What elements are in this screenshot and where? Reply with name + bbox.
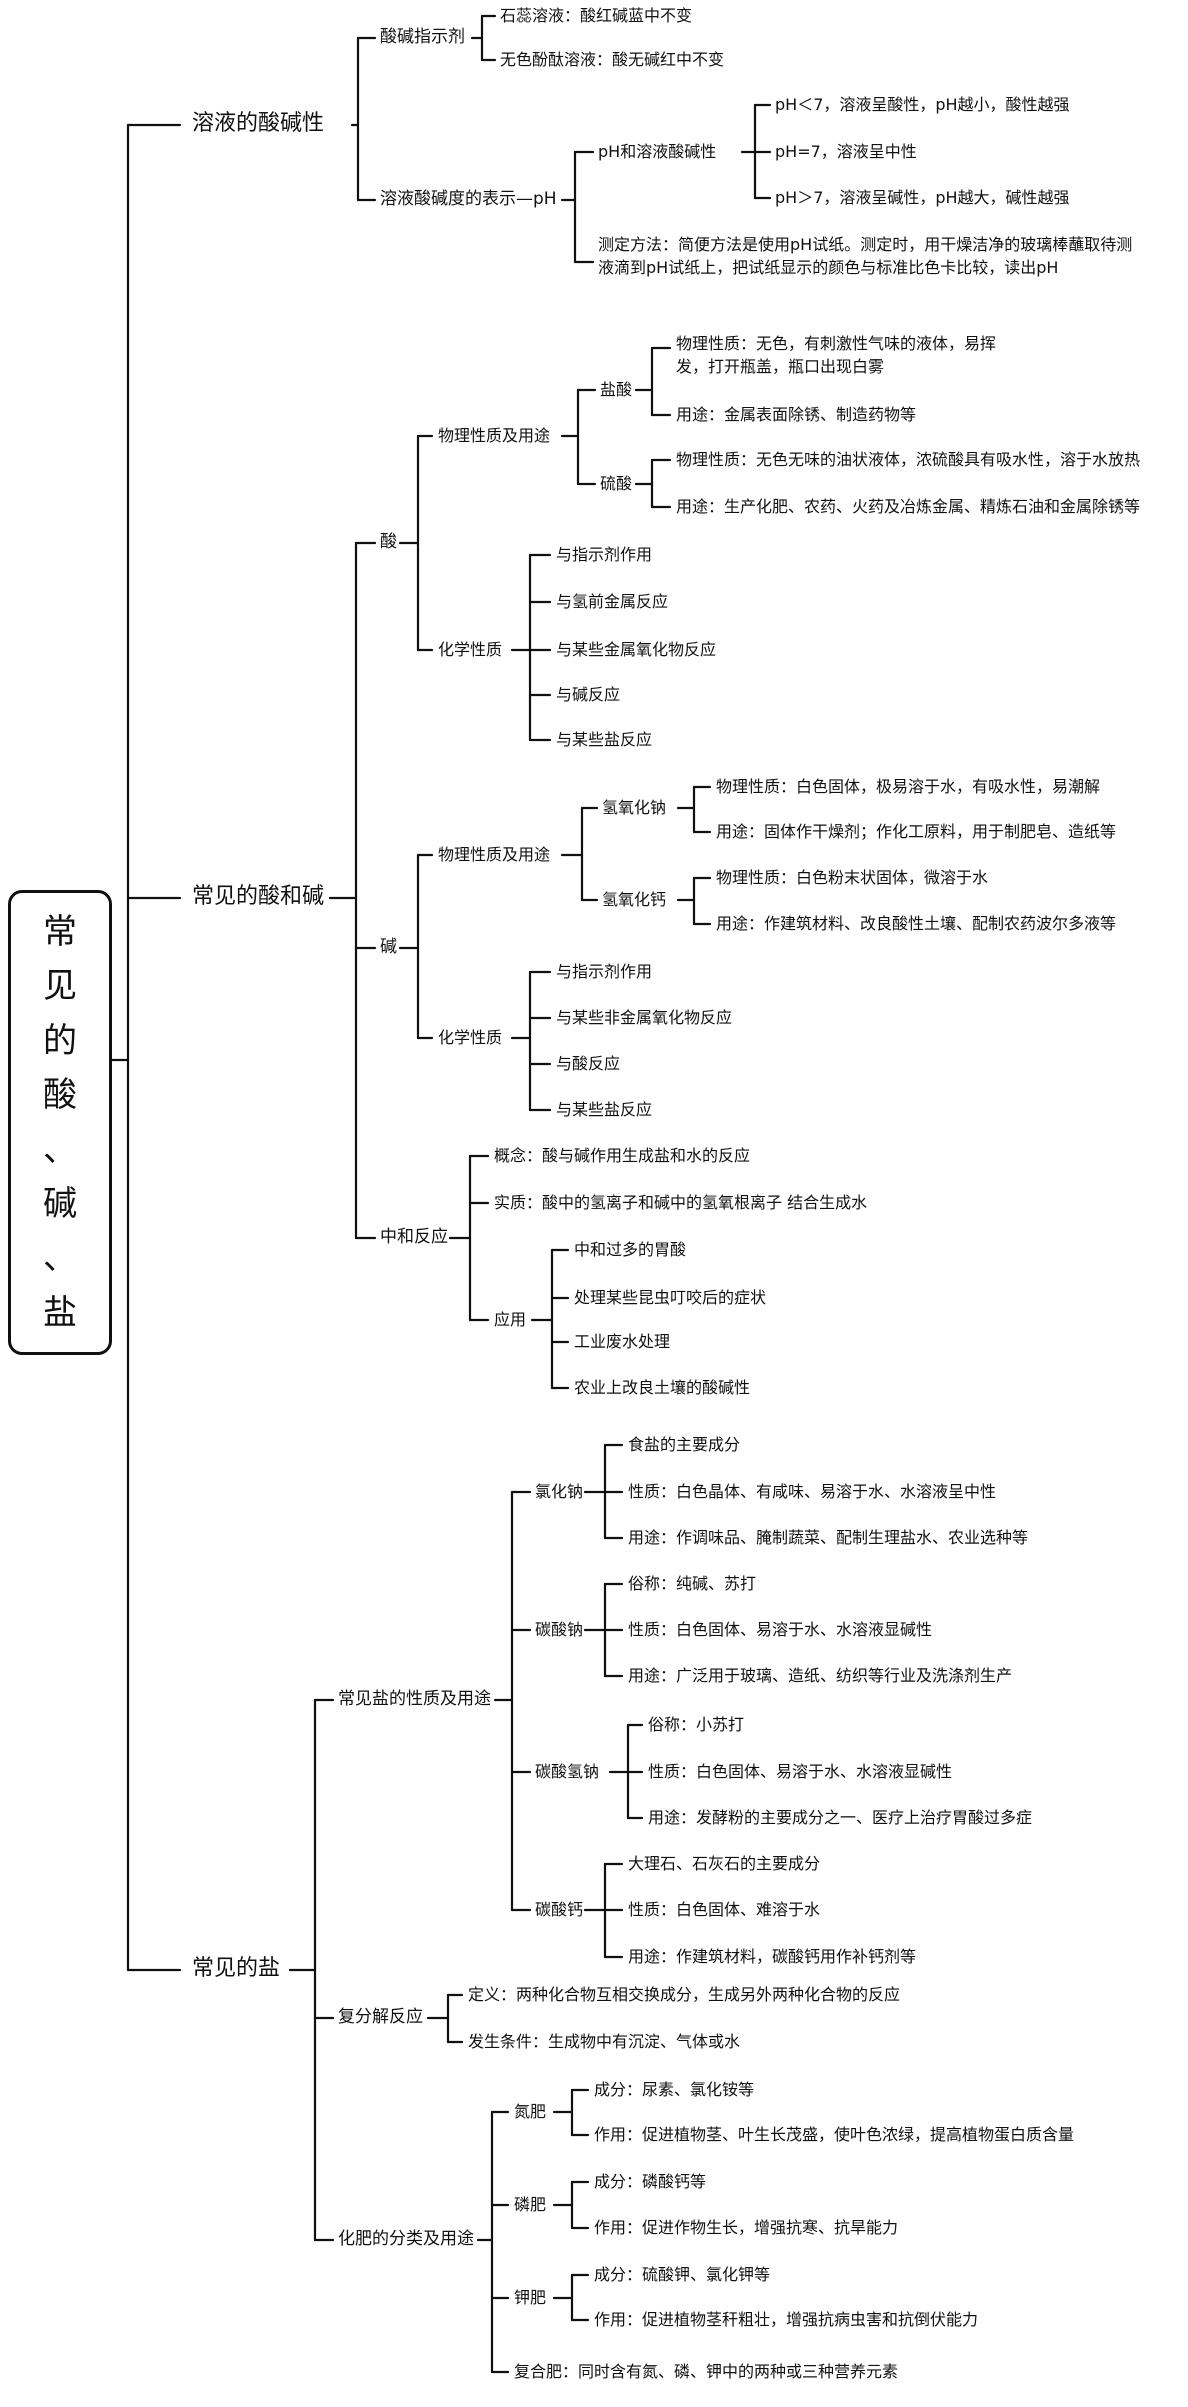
leaf-naoh-physical: 物理性质：白色固体，极易溶于水，有吸水性，易潮解 (716, 777, 1101, 796)
leaf-na2co3-1: 俗称：纯碱、苏打 (628, 1574, 757, 1593)
leaf-hcl-use: 用途：金属表面除锈、制造药物等 (676, 405, 917, 424)
leaf-h2so4-physical: 物理性质：无色无味的油状液体，浓硫酸具有吸水性，溶于水放热 (676, 450, 1141, 469)
node-salt-properties: 常见盐的性质及用途 (338, 1689, 491, 1709)
leaf-neut-app-1: 中和过多的胃酸 (574, 1240, 687, 1259)
root-char: 的 (43, 1020, 77, 1061)
leaf-acid-chem-3: 与某些金属氧化物反应 (556, 640, 717, 659)
node-ph-representation: 溶液酸碱度的表示—pH (380, 189, 557, 209)
leaf-phenolphthalein: 无色酚酞溶液：酸无碱红中不变 (500, 50, 725, 69)
node-sulfuric-acid: 硫酸 (600, 474, 633, 493)
node-sodium-chloride: 氯化钠 (535, 1482, 584, 1501)
topic-common-salts: 常见的盐 (192, 1956, 281, 1981)
leaf-k-effect: 作用：促进植物茎秆粗壮，增强抗病虫害和抗倒伏能力 (594, 2310, 979, 2329)
leaf-caoh-use: 用途：作建筑材料、改良酸性土壤、配制农药波尔多液等 (716, 914, 1117, 933)
node-sodium-hydroxide: 氢氧化钠 (602, 798, 667, 817)
leaf-acid-chem-1: 与指示剂作用 (556, 545, 653, 564)
node-calcium-hydroxide: 氢氧化钙 (602, 890, 667, 909)
leaf-naoh-use: 用途：固体作干燥剂；作化工原料，用于制肥皂、造纸等 (716, 822, 1117, 841)
leaf-ph-method-line1: 测定方法：简便方法是使用pH试纸。测定时，用干燥洁净的玻璃棒蘸取待测 (598, 235, 1133, 254)
root-char: 碱 (43, 1183, 77, 1224)
root-char: 、 (43, 1129, 77, 1170)
topic-solution-acidity: 溶液的酸碱性 (192, 111, 325, 136)
root-char: 、 (43, 1238, 77, 1279)
node-nitrogen-fertilizer: 氮肥 (514, 2102, 547, 2121)
leaf-base-chem-4: 与某些盐反应 (556, 1100, 653, 1119)
root-char: 见 (43, 966, 77, 1007)
root-char: 酸 (43, 1075, 77, 1116)
leaf-neut-app-3: 工业废水处理 (574, 1332, 671, 1351)
leaf-neut-app-2: 处理某些昆虫叮咬后的症状 (574, 1288, 767, 1307)
node-sodium-carbonate: 碳酸钠 (535, 1620, 584, 1639)
leaf-ph-lt7: pH＜7，溶液呈酸性，pH越小，酸性越强 (775, 95, 1070, 114)
leaf-nacl-3: 用途：作调味品、腌制蔬菜、配制生理盐水、农业选种等 (628, 1528, 1029, 1547)
leaf-neut-app-4: 农业上改良土壤的酸碱性 (574, 1378, 751, 1397)
node-neutralization: 中和反应 (380, 1227, 448, 1247)
leaf-ph-eq7: pH=7，溶液呈中性 (775, 142, 917, 161)
node-base-chemical: 化学性质 (438, 1028, 503, 1047)
node-acid-chemical: 化学性质 (438, 640, 503, 659)
leaf-nahco3-2: 性质：白色固体、易溶于水、水溶液显碱性 (648, 1762, 953, 1781)
leaf-h2so4-use: 用途：生产化肥、农药、火药及冶炼金属、精炼石油和金属除锈等 (676, 497, 1141, 516)
leaf-base-chem-3: 与酸反应 (556, 1054, 621, 1073)
node-phosphate-fertilizer: 磷肥 (514, 2195, 547, 2214)
node-hydrochloric-acid: 盐酸 (600, 380, 633, 399)
node-acid: 酸 (380, 532, 397, 552)
leaf-acid-chem-4: 与碱反应 (556, 685, 621, 704)
leaf-base-chem-1: 与指示剂作用 (556, 962, 653, 981)
leaf-caco3-2: 性质：白色固体、难溶于水 (628, 1900, 821, 1919)
leaf-na2co3-2: 性质：白色固体、易溶于水、水溶液显碱性 (628, 1620, 933, 1639)
leaf-n-effect: 作用：促进植物茎、叶生长茂盛，使叶色浓绿，提高植物蛋白质含量 (594, 2125, 1075, 2144)
leaf-double-condition: 发生条件：生成物中有沉淀、气体或水 (468, 2032, 741, 2051)
node-double-decomposition: 复分解反应 (338, 2007, 423, 2027)
leaf-hcl-physical-2: 发，打开瓶盖，瓶口出现白雾 (676, 357, 885, 376)
leaf-nacl-2: 性质：白色晶体、有咸味、易溶于水、水溶液呈中性 (628, 1482, 997, 1501)
leaf-litmus: 石蕊溶液：酸红碱蓝中不变 (500, 6, 693, 25)
node-base: 碱 (380, 937, 397, 957)
node-base-physical: 物理性质及用途 (438, 845, 551, 864)
leaf-caco3-3: 用途：作建筑材料，碳酸钙用作补钙剂等 (628, 1947, 917, 1966)
leaf-double-definition: 定义：两种化合物互相交换成分，生成另外两种化合物的反应 (468, 1985, 901, 2004)
root-char: 盐 (43, 1292, 77, 1333)
root-char: 常 (43, 912, 77, 952)
leaf-p-effect: 作用：促进作物生长，增强抗寒、抗旱能力 (594, 2218, 899, 2237)
leaf-nacl-1: 食盐的主要成分 (628, 1435, 741, 1454)
root-node: 常 见 的 酸 、 碱 、 盐 (8, 890, 112, 1356)
leaf-acid-chem-5: 与某些盐反应 (556, 730, 653, 749)
leaf-compound-fertilizer: 复合肥：同时含有氮、磷、钾中的两种或三种营养元素 (514, 2362, 899, 2381)
node-potash-fertilizer: 钾肥 (514, 2288, 547, 2307)
node-fertilizers: 化肥的分类及用途 (338, 2229, 474, 2249)
leaf-p-component: 成分：磷酸钙等 (594, 2172, 707, 2191)
leaf-hcl-physical-1: 物理性质：无色，有刺激性气味的液体，易挥 (676, 334, 997, 353)
leaf-na2co3-3: 用途：广泛用于玻璃、造纸、纺织等行业及洗涤剂生产 (628, 1666, 1013, 1685)
leaf-neut-essence: 实质：酸中的氢离子和碱中的氢氧根离子 结合生成水 (494, 1193, 868, 1212)
node-neut-application: 应用 (494, 1310, 527, 1329)
leaf-caoh-physical: 物理性质：白色粉末状固体，微溶于水 (716, 868, 989, 887)
leaf-base-chem-2: 与某些非金属氧化物反应 (556, 1008, 733, 1027)
leaf-acid-chem-2: 与氢前金属反应 (556, 592, 669, 611)
leaf-k-component: 成分：硫酸钾、氯化钾等 (594, 2265, 771, 2284)
node-acid-physical: 物理性质及用途 (438, 426, 551, 445)
topic-acids-bases: 常见的酸和碱 (192, 884, 325, 909)
node-ph-acidity: pH和溶液酸碱性 (598, 142, 717, 161)
leaf-n-component: 成分：尿素、氯化铵等 (594, 2080, 755, 2099)
leaf-caco3-1: 大理石、石灰石的主要成分 (628, 1854, 821, 1873)
leaf-nahco3-3: 用途：发酵粉的主要成分之一、医疗上治疗胃酸过多症 (648, 1808, 1033, 1827)
leaf-nahco3-1: 俗称：小苏打 (648, 1715, 745, 1734)
leaf-ph-method-line2: 液滴到pH试纸上，把试纸显示的颜色与标准比色卡比较，读出pH (598, 258, 1059, 277)
leaf-ph-gt7: pH＞7，溶液呈碱性，pH越大，碱性越强 (775, 188, 1070, 207)
node-calcium-carbonate: 碳酸钙 (535, 1900, 584, 1919)
node-indicator: 酸碱指示剂 (380, 27, 465, 47)
node-sodium-bicarbonate: 碳酸氢钠 (535, 1762, 600, 1781)
leaf-neut-concept: 概念：酸与碱作用生成盐和水的反应 (494, 1146, 751, 1165)
